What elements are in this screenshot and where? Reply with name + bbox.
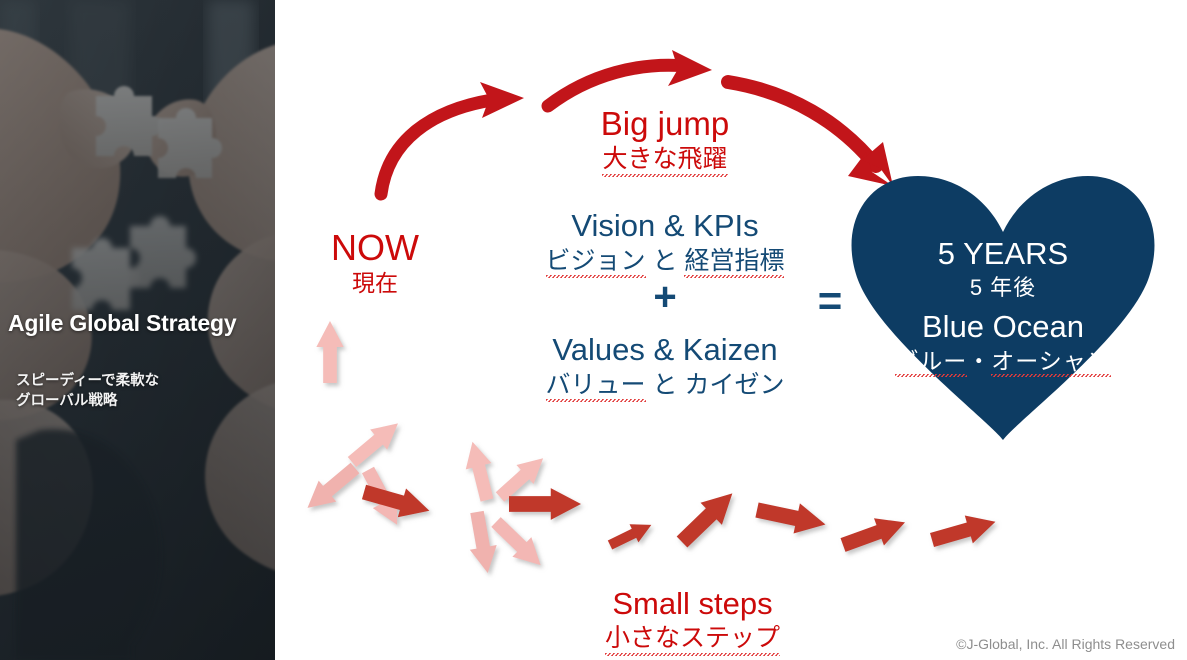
copyright-notice: ©J-Global, Inc. All Rights Reserved bbox=[956, 636, 1175, 652]
values-japanese-part2: カイゼン bbox=[684, 371, 785, 399]
big-jump-block: Big jump 大きな飛躍 bbox=[530, 105, 800, 177]
photo-overlay-tint bbox=[0, 0, 275, 660]
small-steps-japanese: 小さなステップ bbox=[570, 622, 815, 656]
photo-panel: Agile Global Strategy スピーディーで柔軟な グローバル戦略 bbox=[0, 0, 275, 660]
step-arrow-2 bbox=[671, 482, 744, 554]
panel-subtitle-line1: スピーディーで柔軟な bbox=[16, 373, 160, 389]
vision-japanese: ビジョン と 経営指標 bbox=[520, 245, 810, 278]
heart-ocean-japanese-part2: オーシャン bbox=[991, 348, 1111, 377]
big-jump-english: Big jump bbox=[600, 105, 730, 142]
step-arrow-1 bbox=[605, 515, 656, 555]
heart-ocean-japanese-sep: ・ bbox=[967, 348, 992, 374]
step-arrow-4 bbox=[838, 508, 910, 559]
heart-ocean-japanese-part1: ブルー bbox=[895, 348, 968, 377]
heart-ocean-english: Blue Ocean bbox=[922, 309, 1084, 344]
step-arrow-5 bbox=[927, 507, 1000, 554]
now-english: NOW bbox=[331, 227, 419, 268]
heart-icon bbox=[851, 176, 1155, 440]
panel-subtitle-line2: グローバル戦略 bbox=[16, 392, 118, 409]
small-steps-english: Small steps bbox=[612, 586, 773, 621]
heart-shape-group: 5 YEARS 5 年後 Blue Ocean ブルー・オーシャン bbox=[838, 168, 1168, 443]
big-jump-japanese: 大きな飛躍 bbox=[530, 143, 800, 177]
curved-arrow-ascend bbox=[374, 82, 524, 201]
radiating-cluster-left bbox=[298, 321, 434, 532]
heart-ocean-japanese: ブルー・オーシャン bbox=[838, 346, 1168, 377]
heart-years-japanese: 5 年後 bbox=[969, 275, 1037, 300]
values-japanese: バリュー と カイゼン bbox=[518, 369, 812, 402]
values-english: Values & Kaizen bbox=[552, 332, 778, 367]
vision-english: Vision & KPIs bbox=[571, 208, 759, 243]
small-steps-block: Small steps 小さなステップ bbox=[570, 586, 815, 656]
now-label-block: NOW 現在 bbox=[290, 228, 460, 298]
vision-kpis-block: Vision & KPIs ビジョン と 経営指標 bbox=[520, 207, 810, 278]
curved-arrow-crest bbox=[541, 50, 712, 113]
values-japanese-part1: バリュー bbox=[545, 371, 646, 402]
vision-japanese-part2: 経営指標 bbox=[684, 247, 785, 278]
step-arrow-3 bbox=[753, 494, 829, 540]
vision-japanese-joiner: と bbox=[652, 247, 678, 275]
equals-sign: = bbox=[817, 277, 843, 324]
vision-japanese-part1: ビジョン bbox=[545, 247, 646, 278]
plus-sign: + bbox=[653, 275, 677, 319]
now-japanese: 現在 bbox=[352, 270, 398, 296]
heart-years-english: 5 YEARS bbox=[937, 236, 1069, 271]
radiating-cluster-right bbox=[459, 438, 581, 576]
panel-subtitle: スピーディーで柔軟な グローバル戦略 bbox=[16, 372, 266, 411]
values-kaizen-block: Values & Kaizen バリュー と カイゼン bbox=[518, 331, 812, 402]
panel-title: Agile Global Strategy bbox=[8, 310, 237, 336]
step-arrow-sequence bbox=[605, 482, 1000, 559]
values-japanese-joiner: と bbox=[652, 371, 678, 399]
